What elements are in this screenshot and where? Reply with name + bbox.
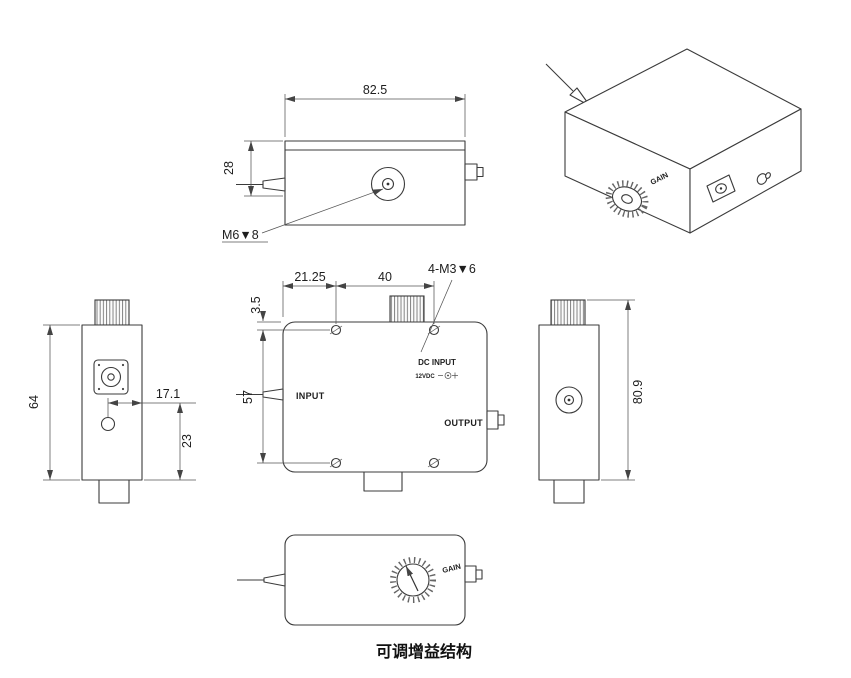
dim-height-label: 28	[222, 161, 236, 175]
bottom-output-nub	[464, 565, 477, 583]
dim-40-label: 40	[378, 270, 392, 284]
right-foot	[553, 479, 585, 504]
isometric-view: GAIN	[545, 48, 802, 234]
output-nub-tip	[476, 166, 484, 178]
dim-23-label: 23	[180, 434, 194, 448]
left-knob	[94, 299, 130, 326]
gain-dial-pointer	[405, 565, 419, 592]
left-body	[81, 324, 143, 481]
bottom-view: GAIN	[237, 534, 483, 626]
gain-dial-ticks	[390, 557, 436, 603]
flange-screw	[97, 363, 101, 367]
fiber-boot	[262, 177, 286, 192]
m6-callout: M6▼8	[222, 188, 384, 243]
left-small-hole	[100, 416, 116, 432]
right-connector-center	[567, 398, 571, 402]
front-output-nub	[486, 410, 499, 430]
front-bottom-tab	[363, 471, 403, 492]
right-connector-inner	[563, 394, 575, 406]
top-view-body	[284, 140, 466, 226]
dim-57-label: 57	[241, 390, 255, 404]
iso-knob-knurl	[605, 180, 649, 218]
dc-input-label: DC INPUT	[418, 358, 456, 367]
iso-connector-bore	[715, 183, 727, 194]
front-view: INPUT DC INPUT 12VDC OUTPUT 21.25	[236, 262, 505, 492]
iso-output-nub-tip	[765, 172, 771, 179]
dim-17-1: 17.1	[107, 387, 196, 417]
m6-hole-center	[386, 182, 390, 186]
iso-fiber-lead	[545, 63, 574, 92]
dim-17-1-label: 17.1	[156, 387, 180, 401]
top-view: 82.5 28 M6▼8	[222, 83, 484, 243]
bottom-body	[284, 534, 466, 626]
iso-right-face	[689, 108, 802, 234]
right-body	[538, 324, 600, 481]
dc-input-marking: DC INPUT 12VDC	[415, 358, 458, 380]
left-side-view: 64 17.1 23	[27, 299, 196, 504]
dim-80-9-label: 80.9	[631, 380, 645, 404]
iso-connector-center	[719, 187, 723, 190]
right-knob	[550, 299, 586, 326]
dim-64-label: 64	[27, 395, 41, 409]
flange-screw	[121, 363, 125, 367]
input-label: INPUT	[296, 391, 325, 401]
dim-3-5-label: 3.5	[249, 296, 263, 313]
dc-voltage-label: 12VDC	[415, 374, 435, 380]
dim-width-label: 82.5	[363, 83, 387, 97]
dim-hole-spacing: 21.25 40	[282, 270, 435, 324]
front-fiber-boot	[262, 388, 284, 401]
dim-21-25-label: 21.25	[294, 270, 325, 284]
left-foot	[98, 479, 130, 504]
polarity-icon	[438, 372, 458, 379]
m3-callout-label: 4-M3▼6	[428, 262, 476, 276]
dim-width-82-5: 82.5	[284, 83, 466, 137]
output-label: OUTPUT	[444, 418, 483, 428]
left-connector-flange	[93, 359, 129, 395]
right-side-view: 80.9	[538, 299, 645, 504]
dim-height-28: 28	[222, 140, 283, 197]
right-connector-outer	[555, 386, 583, 414]
dim-80-9: 80.9	[587, 299, 645, 481]
flange-screw	[97, 387, 101, 391]
flange-screw	[121, 387, 125, 391]
dim-3-5: 3.5	[249, 296, 330, 341]
dim-23: 23	[144, 403, 196, 481]
m3-holes	[329, 324, 441, 469]
iso-output-nub	[756, 173, 768, 185]
dim-64: 64	[27, 324, 80, 481]
bottom-output-nub-tip	[475, 569, 483, 580]
iso-knob-hub	[621, 194, 633, 204]
bottom-fiber-boot	[263, 573, 286, 587]
iso-knob	[611, 186, 643, 212]
m3-callout: 4-M3▼6	[420, 262, 476, 353]
front-output-nub-tip	[497, 414, 505, 426]
drawing-caption: 可调增益结构	[376, 642, 472, 661]
m6-callout-label: M6▼8	[222, 228, 259, 242]
dim-57: 57	[241, 330, 330, 464]
front-knob	[389, 295, 425, 324]
output-nub	[464, 163, 478, 181]
left-connector-bore	[100, 366, 122, 388]
m6-hole-outer	[370, 166, 406, 202]
left-connector-ferrule	[107, 373, 115, 381]
bottom-gain-label: GAIN	[441, 562, 461, 575]
m6-hole-inner	[381, 177, 395, 191]
